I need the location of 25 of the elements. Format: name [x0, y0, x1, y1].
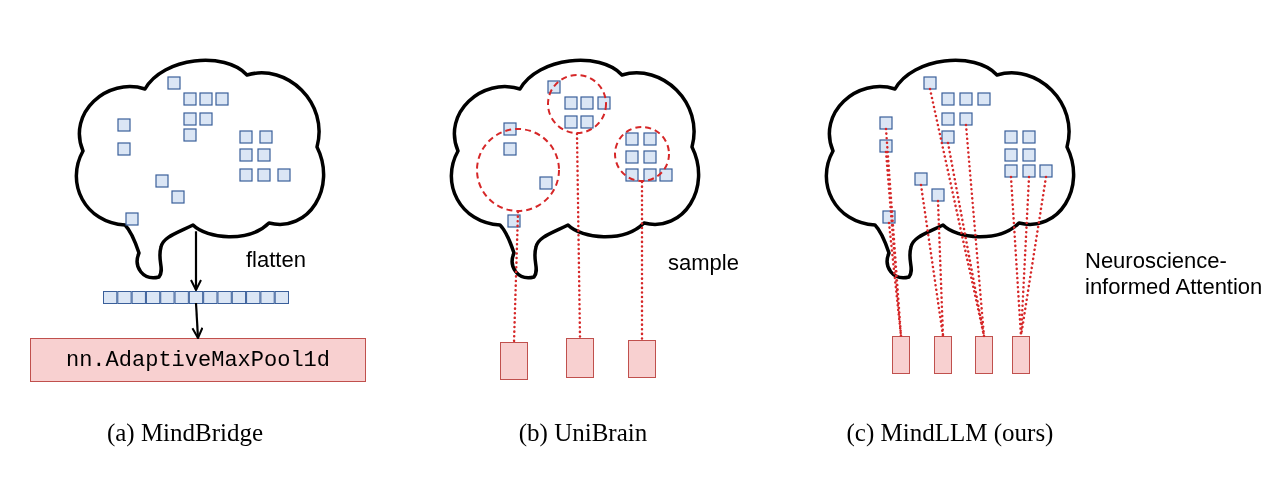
annotation-text: Neuroscience-informed Attention: [1085, 248, 1264, 301]
caption: (a) MindBridge: [105, 418, 265, 448]
dashed-circle: [547, 74, 607, 134]
dotted-line: [640, 180, 644, 342]
token-box: [566, 338, 594, 378]
caption: (b) UniBrain: [517, 418, 649, 448]
token-bar: [103, 290, 289, 303]
dotted-line: [928, 87, 986, 338]
dashed-circle: [476, 128, 560, 212]
arrow: [190, 231, 202, 291]
dotted-line: [884, 127, 903, 338]
arrow: [191, 302, 204, 339]
dotted-line: [575, 132, 582, 340]
token-box: [975, 336, 993, 374]
token-box: [892, 336, 910, 374]
dashed-circle: [614, 126, 670, 182]
layer-box: nn.AdaptiveMaxPool1d: [30, 338, 366, 382]
dotted-line: [512, 210, 520, 344]
caption: (c) MindLLM (ours): [845, 418, 1055, 448]
dotted-line: [919, 183, 945, 338]
token-box: [628, 340, 656, 378]
token-box: [1012, 336, 1030, 374]
annotation-text: sample: [668, 250, 740, 277]
token-box: [934, 336, 952, 374]
token-box: [500, 342, 528, 380]
